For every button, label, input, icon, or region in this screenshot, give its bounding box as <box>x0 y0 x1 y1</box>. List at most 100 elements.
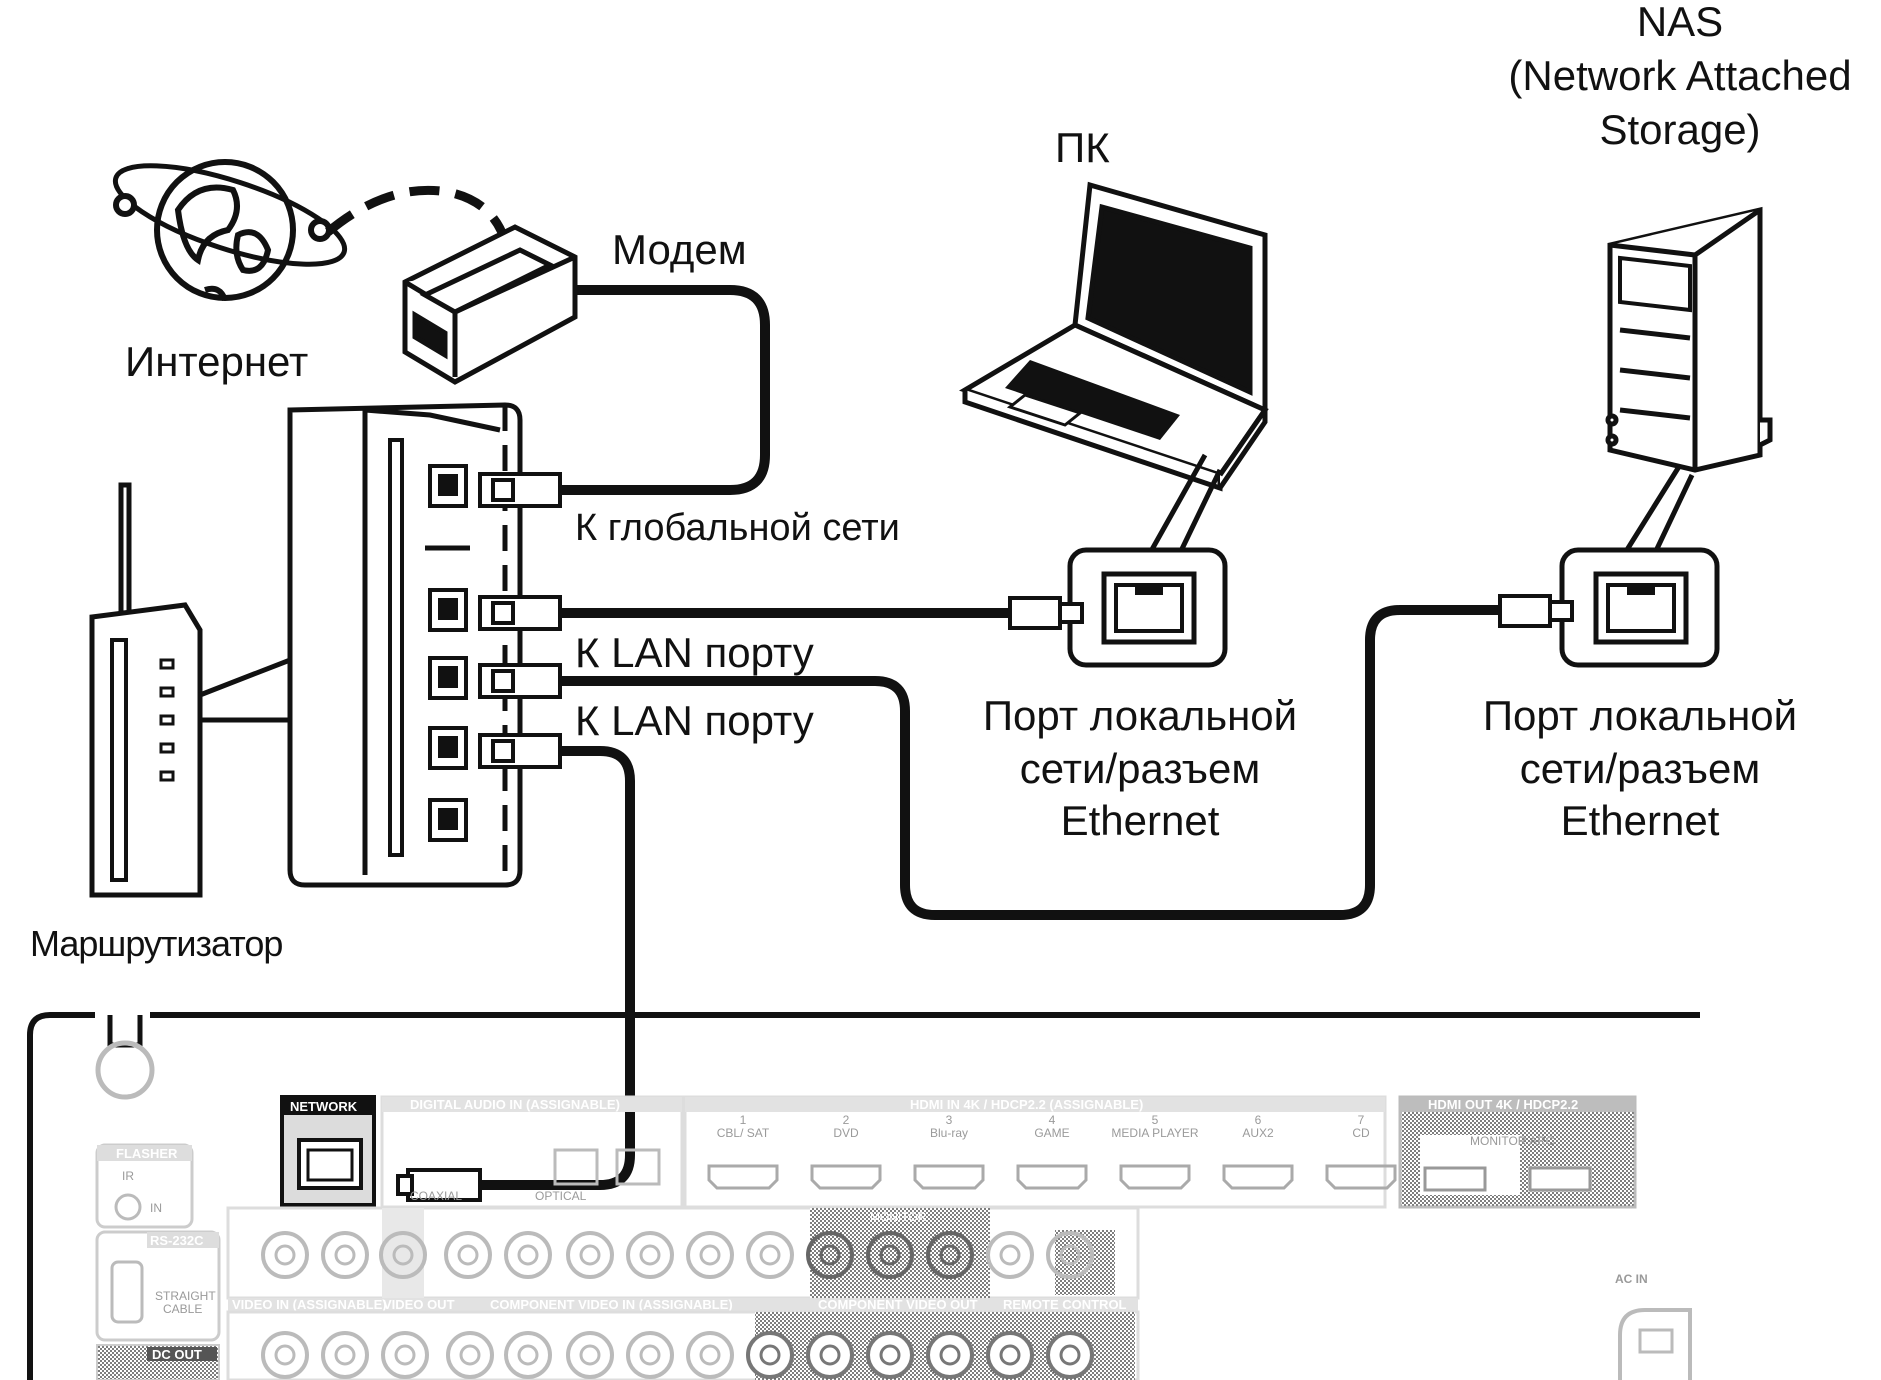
hdmi-input-name: AUX2 <box>1242 1126 1274 1140</box>
lan-label-1: К LAN порту <box>575 629 814 676</box>
hdmi-in-label: HDMI IN 4K / HDCP2.2 (ASSIGNABLE) <box>910 1097 1143 1112</box>
rca-jack <box>866 1331 914 1379</box>
dashed-link <box>325 185 513 253</box>
hdmi-input-name: DVD <box>833 1126 859 1140</box>
rca-jack <box>446 1331 494 1379</box>
ac-in-label: AC IN <box>1615 1272 1648 1286</box>
rca-jack <box>986 1331 1034 1379</box>
monitor-label: MONITOR <box>870 1210 927 1224</box>
router-connectors <box>478 472 562 769</box>
dc-out-label: DC OUT <box>152 1347 202 1362</box>
pc-port-label-2: сети/разъем <box>1019 745 1261 792</box>
rca-jack <box>1046 1331 1094 1379</box>
flasher-label: FLASHER <box>116 1146 178 1161</box>
ir-label: IR <box>122 1169 134 1183</box>
audio-jacks <box>261 1331 1094 1379</box>
rca-jack <box>806 1331 854 1379</box>
rca-jack <box>806 1231 854 1279</box>
router-lan-port-1 <box>428 588 468 632</box>
rca-jack <box>1046 1231 1094 1279</box>
globe-icon <box>112 159 348 302</box>
hdmi-input-name: Blu-ray <box>930 1126 968 1140</box>
rca-jack <box>986 1231 1034 1279</box>
pc-port-label-1: Порт локальной <box>982 692 1298 739</box>
pc-port-label-3: Ethernet <box>1060 797 1220 844</box>
router-label: Маршрутизатор <box>30 923 283 964</box>
digital-audio-in-label: DIGITAL AUDIO IN (ASSIGNABLE) <box>410 1097 620 1112</box>
network-label: NETWORK <box>290 1099 358 1114</box>
monitor-arc-label: MONITOR ARC <box>1470 1134 1555 1148</box>
laptop-icon <box>959 181 1269 492</box>
wan-cable <box>560 285 770 495</box>
pc-ethernet-port <box>1067 547 1228 668</box>
nas-title: NAS <box>1636 0 1724 45</box>
nas-port-label-1: Порт локальной <box>1482 692 1798 739</box>
optical-label: OPTICAL <box>535 1189 587 1203</box>
rca-jack <box>686 1331 734 1379</box>
router-ports <box>428 464 468 842</box>
component-video-out-label: COMPONENT VIDEO OUT <box>818 1297 978 1312</box>
nas-port-label-3: Ethernet <box>1560 797 1720 844</box>
straight-cable-label-2: CABLE <box>163 1302 202 1316</box>
rca-jack <box>444 1231 492 1279</box>
rca-jack <box>261 1231 309 1279</box>
nas-callout <box>1622 463 1695 555</box>
rca-jack <box>566 1331 614 1379</box>
receiver-cable <box>480 746 635 1190</box>
modem-icon <box>402 224 578 385</box>
rs232c-label: RS-232C <box>150 1233 204 1248</box>
hdmi-input-name: CD <box>1352 1126 1370 1140</box>
hdmi-number: 7 <box>1358 1113 1365 1127</box>
rca-jack <box>504 1331 552 1379</box>
rca-jack <box>926 1331 974 1379</box>
video-jacks <box>261 1231 1094 1279</box>
nas-full-name-line2: Storage) <box>1599 106 1761 153</box>
rca-jack <box>381 1331 429 1379</box>
hdmi-number: 1 <box>740 1113 747 1127</box>
nas-ethernet-port <box>1559 547 1720 668</box>
component-video-in-label: COMPONENT VIDEO IN (ASSIGNABLE) <box>490 1297 733 1312</box>
rca-jack <box>626 1331 674 1379</box>
hdmi-input-name: CBL/ SAT <box>717 1126 770 1140</box>
in-label: IN <box>150 1201 162 1215</box>
rca-jack <box>566 1231 614 1279</box>
straight-cable-label-1: STRAIGHT <box>155 1289 216 1303</box>
rca-jack <box>866 1231 914 1279</box>
hdmi-out-label: HDMI OUT 4K / HDCP2.2 <box>1428 1097 1578 1112</box>
router-icon <box>89 482 293 898</box>
rca-jack <box>379 1231 427 1279</box>
internet-label: Интернет <box>125 338 309 385</box>
video-out-label: VIDEO OUT <box>383 1297 455 1312</box>
hdmi-number: 4 <box>1049 1113 1056 1127</box>
modem-label: Модем <box>612 226 747 273</box>
hdmi-number: 3 <box>946 1113 953 1127</box>
hdmi-number: 5 <box>1152 1113 1159 1127</box>
nas-cable <box>560 605 1500 920</box>
pc-title: ПК <box>1055 124 1110 171</box>
video-in-label: VIDEO IN (ASSIGNABLE) <box>232 1297 387 1312</box>
hdmi-input-name: GAME <box>1034 1126 1069 1140</box>
rca-jack <box>746 1331 794 1379</box>
rca-jack <box>746 1231 794 1279</box>
nas-icon <box>1605 206 1773 473</box>
hdmi-number: 6 <box>1255 1113 1262 1127</box>
hdmi-number: 2 <box>843 1113 850 1127</box>
rca-jack <box>686 1231 734 1279</box>
rca-jack <box>261 1331 309 1379</box>
rca-jack <box>321 1231 369 1279</box>
rca-jack <box>504 1231 552 1279</box>
receiver-rear-panel: FLASHER IR IN RS-232C STRAIGHT CABLE DC … <box>27 1012 1700 1380</box>
coaxial-label: COAXIAL <box>410 1189 462 1203</box>
rca-jack <box>626 1231 674 1279</box>
lan-label-2: К LAN порту <box>575 697 814 744</box>
hdmi-in-port: 7CD <box>1325 1113 1397 1190</box>
rca-jack <box>321 1331 369 1379</box>
